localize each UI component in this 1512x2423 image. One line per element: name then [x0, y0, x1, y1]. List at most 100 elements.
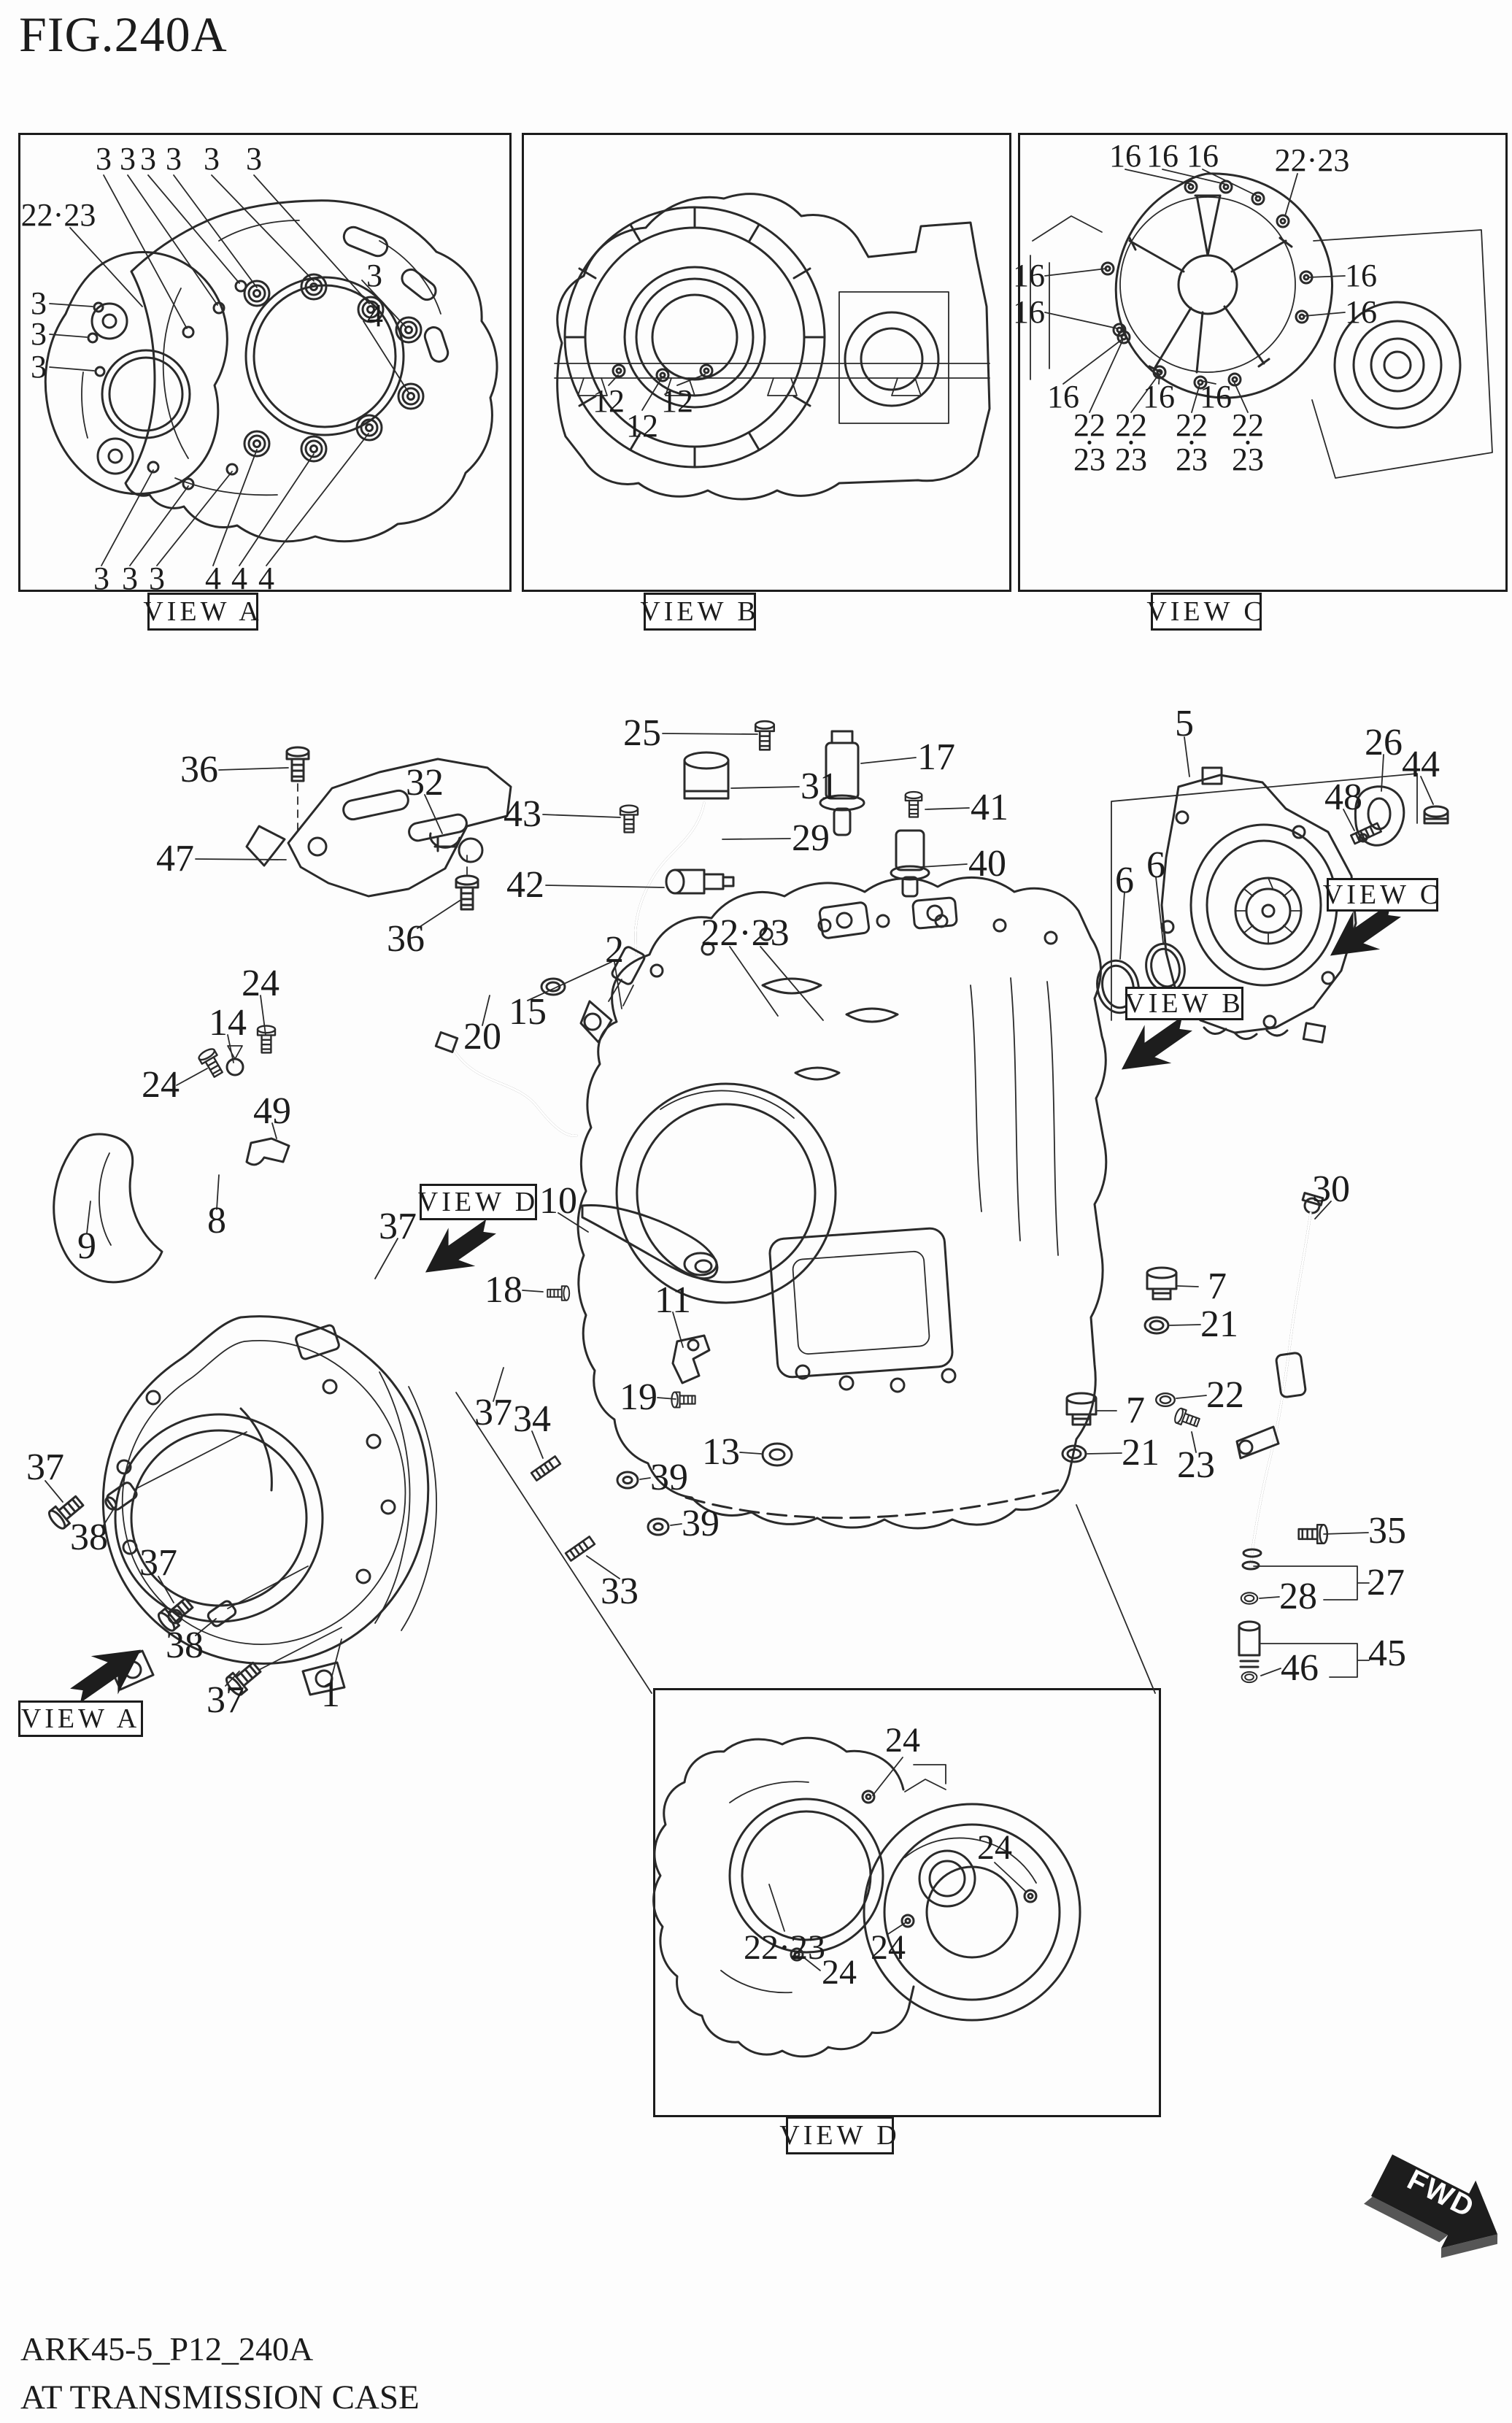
callout-label: 39 — [650, 1457, 688, 1498]
callout-label: 22·23 — [701, 912, 790, 954]
callout-label: 21 — [1122, 1432, 1160, 1474]
callout-label: 16 — [1345, 294, 1377, 330]
callout-label: 24 — [142, 1064, 180, 1106]
callout-label: 7 — [1126, 1390, 1145, 1431]
view-label-view-b: VIEW B — [640, 593, 756, 631]
callout-label: 3 — [204, 141, 220, 177]
callout-label: 43 — [504, 793, 541, 835]
callout-label: 44 — [1402, 744, 1440, 785]
callout-label: 22 — [1206, 1374, 1244, 1416]
callout-label: 40 — [968, 843, 1006, 885]
callout-label: · — [1242, 425, 1254, 461]
callout-label: 4 — [367, 298, 383, 334]
callout-label: 26 — [1365, 722, 1403, 763]
callout-label: 22 — [1073, 407, 1106, 443]
callout-label: 37 — [207, 1679, 244, 1721]
callout-label: 3 — [166, 141, 182, 177]
callout-label: 3 — [140, 141, 156, 177]
callout-label: 12 — [593, 383, 625, 419]
callout-label: 3 — [96, 141, 112, 177]
callout-label: 1 — [321, 1673, 340, 1715]
callout-label: 37 — [26, 1447, 64, 1488]
callout-label: 22·23 — [20, 197, 96, 233]
view-label-view-c: VIEW C — [1322, 878, 1443, 912]
callout-label: 3 — [31, 285, 47, 321]
callout-label: 37 — [139, 1542, 177, 1584]
callout-label: 6 — [1146, 844, 1165, 886]
view-label-view-a: VIEW A — [18, 1700, 143, 1737]
callout-label: 4 — [258, 561, 274, 596]
callout-label: 15 — [509, 991, 547, 1033]
callout-label: 3 — [31, 316, 47, 352]
figure-title: FIG.240A — [19, 7, 228, 62]
callout-label: 36 — [180, 749, 218, 790]
callout-label: 38 — [70, 1517, 108, 1558]
callout-label: 35 — [1368, 1510, 1406, 1552]
view-c-frame — [1018, 133, 1508, 592]
callout-label: 3 — [122, 561, 138, 596]
callout-label: 23 — [1176, 442, 1208, 477]
callout-label: 24 — [977, 1828, 1012, 1867]
callout-label: 11 — [654, 1279, 692, 1321]
callout-label: 16 — [1146, 138, 1179, 174]
callout-label: 3 — [149, 561, 165, 596]
drawing-code: ARK45-5_P12_240A — [20, 2330, 314, 2368]
callout-label: 12 — [626, 408, 658, 444]
callout-label: 4 — [205, 561, 221, 596]
callout-label: 8 — [207, 1200, 226, 1241]
callout-label: 30 — [1312, 1168, 1350, 1210]
callout-label: 28 — [1279, 1576, 1317, 1617]
callout-label: 46 — [1281, 1647, 1319, 1689]
callout-label: 48 — [1324, 777, 1362, 818]
callout-label: 22 — [1115, 407, 1147, 443]
main-drawing — [45, 720, 1449, 1717]
view-a-drawing — [44, 174, 498, 566]
callout-label: 7 — [1208, 1266, 1227, 1307]
callout-label: 41 — [971, 787, 1008, 828]
callout-label: 12 — [661, 383, 693, 419]
callout-label: 24 — [242, 963, 279, 1004]
callout-label: 6 — [1115, 860, 1134, 901]
callout-label: 36 — [387, 918, 425, 960]
view-a-frame — [18, 133, 512, 592]
callout-label: 45 — [1368, 1633, 1406, 1674]
callout-label: 24 — [822, 1953, 857, 1992]
callout-label: 19 — [620, 1376, 657, 1418]
callout-label: 27 — [1367, 1562, 1405, 1603]
callout-label: 23 — [1232, 442, 1264, 477]
view-d-drawing — [652, 1736, 1081, 2058]
callout-label: 5 — [1175, 703, 1194, 744]
callout-label: 16 — [1109, 138, 1141, 174]
callout-label: 2 — [605, 929, 624, 971]
callout-label: 29 — [792, 817, 830, 859]
callout-label: 3 — [31, 349, 47, 385]
callout-label: 9 — [77, 1225, 96, 1267]
callout-label: 3 — [246, 141, 262, 177]
callout-label: 33 — [601, 1571, 639, 1612]
callout-label: 37 — [474, 1392, 512, 1433]
callout-label: 14 — [209, 1002, 247, 1044]
callout-label: 34 — [513, 1398, 551, 1440]
view-label-view-d: VIEW D — [418, 1184, 537, 1220]
view-b-drawing — [554, 193, 991, 501]
callout-label: 23 — [1073, 442, 1106, 477]
callout-label: 16 — [1013, 258, 1045, 293]
callout-label: 37 — [379, 1206, 417, 1247]
callout-label: 21 — [1200, 1303, 1238, 1345]
callout-label: 3 — [93, 561, 109, 596]
callout-label: 16 — [1345, 258, 1377, 293]
callout-label: 23 — [1115, 442, 1147, 477]
callout-label: · — [1084, 425, 1095, 461]
callout-label: 16 — [1200, 379, 1232, 415]
callout-label: 25 — [623, 712, 661, 754]
callout-label: · — [1186, 425, 1197, 461]
view-label-view-c: VIEW C — [1146, 593, 1262, 631]
view-c-drawing — [1030, 169, 1493, 479]
callout-label: 22·23 — [744, 1928, 825, 1967]
callout-label: 24 — [885, 1721, 920, 1760]
callout-label: 10 — [539, 1180, 577, 1222]
view-label-view-a: VIEW A — [143, 593, 259, 631]
drawing-caption: AT TRANSMISSION CASE — [20, 2378, 420, 2416]
